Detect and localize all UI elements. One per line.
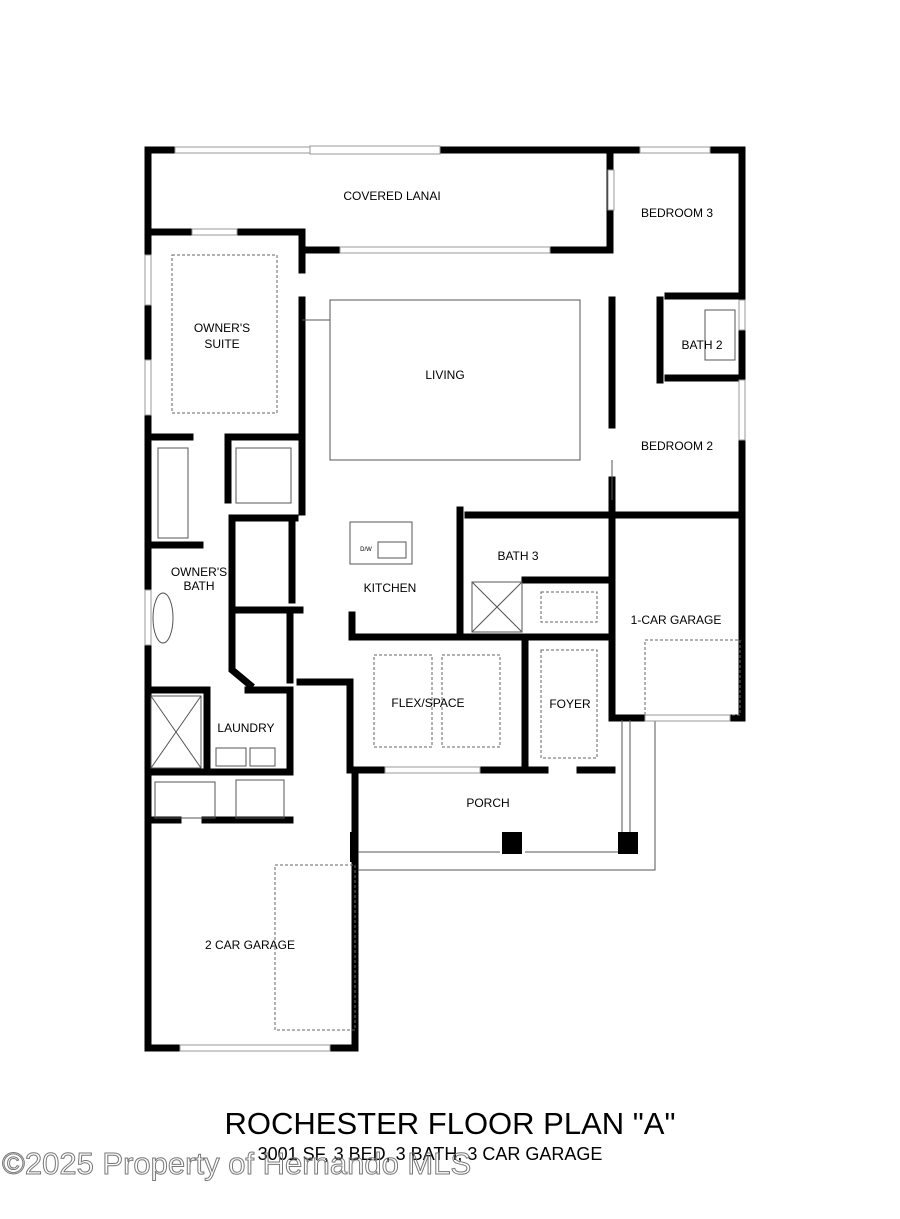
- room-bedroom-3: BEDROOM 3: [641, 206, 713, 220]
- room-bedroom-2: BEDROOM 2: [641, 439, 713, 453]
- watermark: ©2025 Property of Hernando MLS: [2, 1146, 471, 1181]
- room-2-car-garage: 2 CAR GARAGE: [205, 938, 295, 952]
- room-covered-lanai: COVERED LANAI: [343, 189, 440, 203]
- room-owners-suite-line1: OWNER'S: [194, 321, 250, 335]
- windows: [144, 145, 746, 1052]
- room-labels: COVERED LANAI BEDROOM 3 OWNER'S SUITE LI…: [171, 189, 723, 952]
- plan-subtitle: 3001 SF, 3 BED, 3 BATH, 3 CAR GARAGE: [258, 1144, 603, 1164]
- room-bath-3: BATH 3: [497, 549, 538, 563]
- room-flex-space: FLEX/SPACE: [391, 696, 464, 710]
- room-living: LIVING: [425, 368, 464, 382]
- room-laundry: LAUNDRY: [217, 721, 274, 735]
- walls: [144, 146, 746, 1052]
- room-kitchen: KITCHEN: [364, 581, 417, 595]
- room-1-car-garage: 1-CAR GARAGE: [631, 613, 722, 627]
- room-porch: PORCH: [466, 796, 509, 810]
- room-owners-bath-line2: BATH: [183, 579, 214, 593]
- room-bath-2: BATH 2: [681, 338, 722, 352]
- dishwasher-label: D/W: [360, 547, 372, 553]
- room-owners-suite-line2: SUITE: [204, 337, 239, 351]
- fixtures: D/W: [150, 254, 741, 1031]
- room-owners-bath-line1: OWNER'S: [171, 565, 227, 579]
- plan-title: ROCHESTER FLOOR PLAN "A": [225, 1106, 676, 1141]
- room-foyer: FOYER: [549, 697, 591, 711]
- porch-posts: [350, 720, 656, 871]
